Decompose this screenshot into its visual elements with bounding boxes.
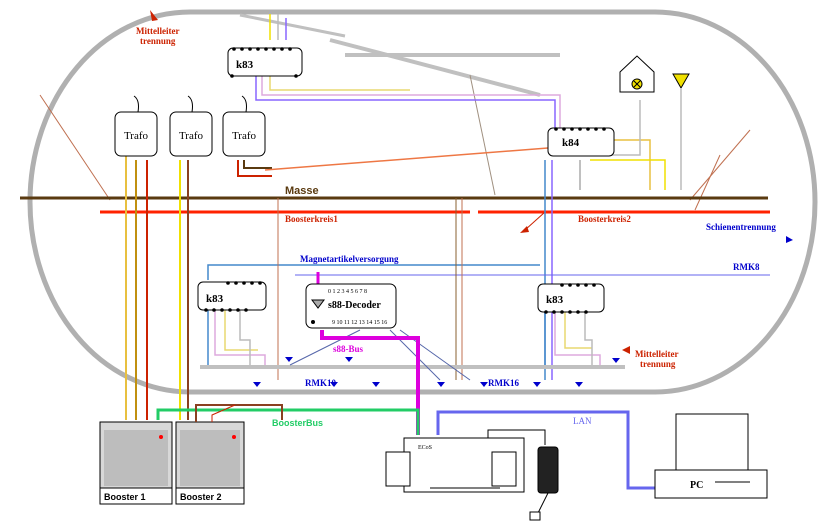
s88-pins-top: 0 1 2 3 4 5 6 7 8 (328, 289, 367, 295)
k83-left: k83 (197, 281, 267, 312)
schienentrennung-label: Schienentrennung (706, 222, 776, 232)
lan-label: LAN (573, 416, 592, 426)
trafo-2: Trafo (169, 95, 213, 157)
k83-left-wires (207, 310, 266, 365)
boosterkreis2-label: Boosterkreis2 (578, 214, 631, 224)
track-siding-3 (239, 13, 346, 38)
mittelleiter-top-label-1: Mittelleiter (136, 26, 179, 36)
house-light (619, 55, 655, 93)
track-siding-2 (329, 38, 541, 97)
wire-diag-3 (689, 129, 751, 201)
magnetartikelversorgung-label: Magnetartikelversorgung (300, 254, 399, 264)
track-outer (27, 9, 818, 395)
k83-right-wires (544, 310, 601, 365)
s88-decoder-label: s88-Decoder (328, 300, 381, 311)
booster-2: Booster 2 (175, 421, 245, 505)
signal-light (672, 73, 690, 190)
trafo-2-label: Trafo (179, 130, 204, 142)
trafo-1: Trafo (114, 95, 158, 157)
masse-label: Masse (285, 185, 319, 197)
s88-pins-bottom: 9 10 11 12 13 14 15 16 (332, 320, 387, 326)
wire-diag-1 (39, 94, 111, 201)
k84-label: k84 (562, 137, 580, 149)
k83-right: k83 (537, 283, 605, 314)
booster-1-label: Booster 1 (104, 492, 146, 502)
pc: PC (654, 413, 768, 499)
arrow-boosterkreis2 (520, 226, 529, 233)
arrow-mittelleiter-top (150, 10, 158, 21)
mittelleiter-bottom-label-2: trennung (640, 359, 676, 369)
boosterbus-label: BoosterBus (272, 418, 323, 428)
trafo-1-label: Trafo (124, 130, 149, 142)
wire-diag-2 (469, 74, 496, 196)
k84: k84 (547, 127, 615, 157)
s88-decoder: 0 1 2 3 4 5 6 7 8 s88-Decoder 9 10 11 12… (305, 283, 397, 329)
boosterkreis1-label: Boosterkreis1 (285, 214, 338, 224)
rmk-arrows (253, 357, 620, 387)
mittelleiter-top-label-2: trennung (140, 36, 176, 46)
k83-top-label: k83 (236, 59, 254, 71)
rmk16-label: RMK16 (488, 378, 519, 388)
k83-right-label: k83 (546, 294, 564, 306)
ecos-central: ECoS (385, 437, 525, 493)
k83-top: k83 (227, 47, 303, 78)
booster-2-label: Booster 2 (180, 492, 222, 502)
pc-label: PC (690, 480, 703, 491)
trafo-3: Trafo (222, 95, 266, 157)
trafo-3-label: Trafo (232, 130, 257, 142)
mittelleiter-bottom-label-1: Mittelleiter (635, 349, 678, 359)
s88-bus-label: s88-Bus (333, 344, 364, 354)
ecos-label: ECoS (418, 445, 432, 451)
rmk10-label: RMK10 (305, 378, 336, 388)
booster-1: Booster 1 (99, 421, 173, 505)
k83-top-wires (255, 14, 561, 128)
rmk8-label: RMK8 (733, 262, 760, 272)
wire-diag-4 (694, 154, 721, 211)
trafo-wires (125, 150, 272, 420)
arrow-mittelleiter-bottom (622, 346, 630, 354)
k83-left-label: k83 (206, 293, 224, 305)
